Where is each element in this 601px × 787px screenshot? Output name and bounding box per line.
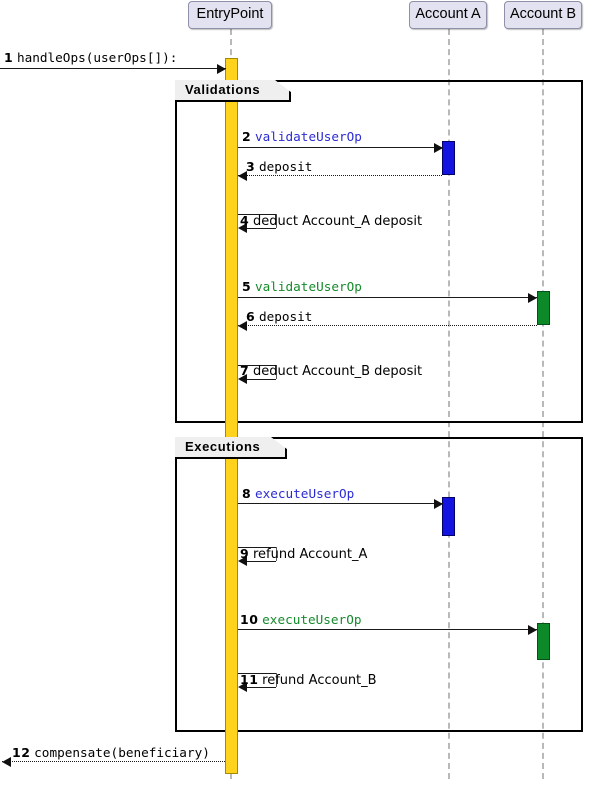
message-label-9: 9 refund Account_A [240, 546, 367, 562]
fragment-frame-validations [175, 80, 583, 423]
message-label-11: 11 refund Account_B [240, 672, 377, 688]
self-message-right-4 [276, 214, 277, 228]
activation-bar-account-a-validate [442, 141, 455, 175]
message-arrowhead-5 [528, 293, 537, 303]
message-label-12: 12 compensate(beneficiary) [12, 745, 210, 760]
message-number-4: 4 [240, 213, 250, 228]
message-number-5: 5 [242, 279, 252, 294]
message-text-12: compensate(beneficiary) [34, 745, 210, 760]
self-message-top-9 [238, 547, 276, 548]
message-arrowhead-10 [528, 625, 537, 635]
self-message-bottom-9 [247, 561, 276, 562]
self-message-right-11 [276, 673, 277, 687]
message-label-6: 6 deposit [246, 309, 312, 324]
message-number-7: 7 [240, 363, 250, 378]
participant-account_b[interactable]: Account B [504, 1, 582, 29]
lifeline-account_a [448, 29, 450, 779]
message-line-5 [238, 297, 537, 298]
message-arrowhead-12 [2, 757, 11, 767]
self-message-arrowhead-11 [238, 682, 247, 692]
message-line-3 [238, 175, 442, 176]
self-message-arrowhead-4 [238, 223, 247, 233]
activation-bar-account-b-validate [537, 291, 550, 325]
self-message-top-4 [238, 214, 276, 215]
fragment-frame-executions [175, 437, 583, 732]
message-arrowhead-6 [238, 321, 247, 331]
message-text-10: executeUserOp [262, 612, 362, 627]
message-line-2 [238, 147, 443, 148]
self-message-right-7 [276, 365, 277, 379]
message-text-4: deduct Account_A deposit [252, 214, 423, 229]
self-message-arrowhead-7 [238, 374, 247, 384]
message-text-9: refund Account_A [252, 547, 368, 562]
message-number-12: 12 [12, 745, 31, 760]
lifeline-account_b [542, 29, 544, 779]
self-message-bottom-11 [247, 687, 276, 688]
message-text-11: refund Account_B [262, 673, 377, 688]
message-line-10 [238, 629, 537, 630]
fragment-label-validations: Validations [175, 80, 291, 102]
participant-account_a[interactable]: Account A [409, 1, 487, 29]
message-label-7: 7 deduct Account_B deposit [240, 363, 422, 379]
self-message-top-11 [238, 673, 276, 674]
message-text-3: deposit [258, 159, 313, 174]
message-number-11: 11 [240, 672, 259, 687]
message-label-2: 2 validateUserOp [242, 129, 362, 144]
message-arrowhead-8 [434, 499, 443, 509]
message-text-5: validateUserOp [254, 279, 362, 294]
message-arrowhead-2 [434, 143, 443, 153]
message-number-9: 9 [240, 546, 250, 561]
self-message-right-9 [276, 547, 277, 561]
message-label-3: 3 deposit [246, 159, 312, 174]
activation-bar-entrypoint-main [225, 58, 238, 774]
message-text-6: deposit [258, 309, 313, 324]
activation-bar-account-b-execute [537, 623, 550, 660]
message-number-10: 10 [240, 612, 259, 627]
message-text-8: executeUserOp [254, 486, 355, 501]
message-number-8: 8 [242, 486, 252, 501]
message-label-4: 4 deduct Account_A deposit [240, 213, 422, 229]
message-label-10: 10 executeUserOp [240, 612, 361, 627]
message-line-12 [2, 761, 225, 762]
self-message-bottom-4 [247, 228, 276, 229]
message-number-1: 1 [4, 50, 14, 65]
message-text-1: handleOps(userOps[]): [16, 50, 178, 65]
message-line-8 [238, 503, 443, 504]
message-text-2: validateUserOp [254, 129, 362, 144]
message-line-1 [0, 68, 226, 69]
activation-bar-account-a-execute [442, 497, 455, 536]
message-line-6 [238, 325, 537, 326]
message-arrowhead-3 [238, 171, 247, 181]
message-label-5: 5 validateUserOp [242, 279, 362, 294]
self-message-bottom-7 [247, 379, 276, 380]
message-label-8: 8 executeUserOp [242, 486, 354, 501]
message-number-6: 6 [246, 309, 256, 324]
fragment-label-executions: Executions [175, 437, 287, 459]
self-message-arrowhead-9 [238, 556, 247, 566]
self-message-top-7 [238, 365, 276, 366]
message-label-1: 1 handleOps(userOps[]): [4, 50, 177, 65]
message-number-2: 2 [242, 129, 252, 144]
message-number-3: 3 [246, 159, 256, 174]
message-text-7: deduct Account_B deposit [252, 364, 423, 379]
participant-entrypoint[interactable]: EntryPoint [188, 1, 272, 29]
message-arrowhead-1 [217, 64, 226, 74]
